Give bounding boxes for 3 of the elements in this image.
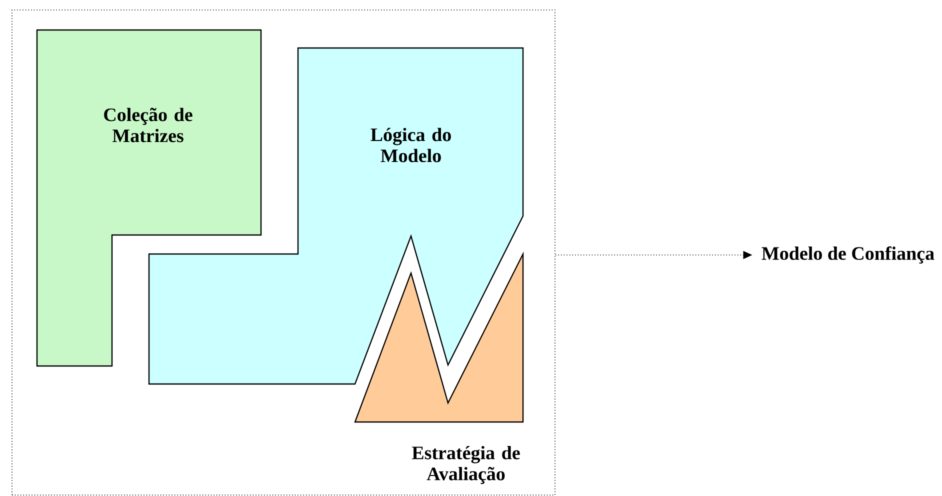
node-label: Estratégia de Avaliação: [412, 446, 520, 484]
label-text: Modelo de Confiança: [762, 246, 934, 264]
dotted-frame: [12, 10, 556, 496]
